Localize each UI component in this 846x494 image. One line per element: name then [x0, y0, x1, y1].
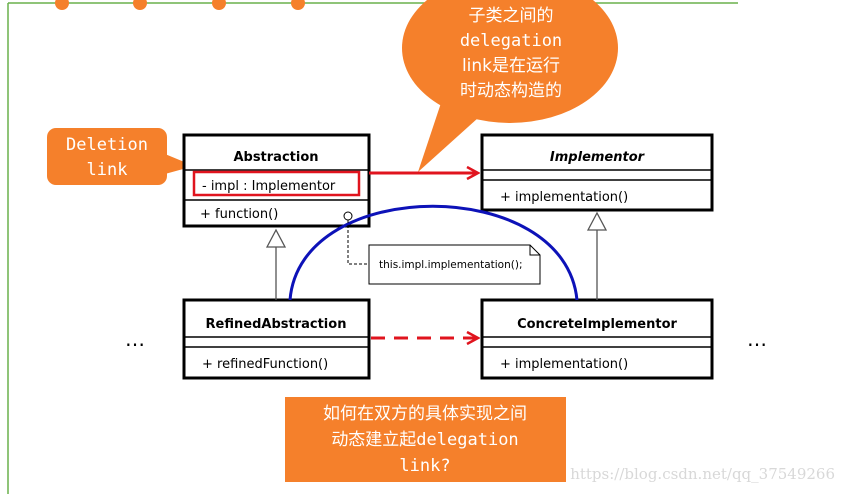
- class-refined-abstraction: RefinedAbstraction + refinedFunction(): [182, 298, 371, 380]
- dot: [133, 0, 147, 10]
- refined-name: RefinedAbstraction: [206, 317, 347, 332]
- callout-top-line2: delegation: [460, 31, 562, 51]
- impl-highlight-box: [192, 170, 361, 197]
- implementor-method: + implementation(): [500, 190, 628, 205]
- abstraction-name: Abstraction: [233, 150, 318, 165]
- callout-top-line4: 时动态构造的: [460, 81, 562, 101]
- dot: [212, 0, 226, 10]
- note-text: this.impl.implementation();: [379, 259, 523, 271]
- callout-top: 子类之间的 delegation link是在运行 时动态构造的: [402, 0, 618, 172]
- code-note: this.impl.implementation();: [368, 244, 541, 285]
- runtime-link-arc: [288, 204, 579, 301]
- callout-bottom-line1: 如何在双方的具体实现之间: [323, 404, 527, 424]
- ellipsis-left: …: [125, 327, 145, 351]
- dot: [55, 0, 69, 10]
- note-anchor: [343, 211, 353, 221]
- note-connector: [347, 220, 369, 265]
- callout-bottom-line2: 动态建立起delegation: [331, 430, 518, 450]
- concrete-method: + implementation(): [500, 357, 628, 372]
- callout-deletion-line1: Deletion: [66, 135, 148, 155]
- class-abstraction: Abstraction - impl : Implementor + funct…: [182, 133, 371, 228]
- abstraction-attribute: - impl : Implementor: [202, 179, 336, 194]
- watermark: https://blog.csdn.net/qq_37549266: [570, 465, 835, 483]
- class-implementor: Implementor + implementation(): [480, 133, 714, 212]
- callout-deletion-link: Deletion link: [47, 128, 194, 185]
- callout-bottom: 如何在双方的具体实现之间 动态建立起delegation link?: [285, 397, 566, 482]
- inheritance-refined-to-abstraction: [265, 228, 287, 300]
- dot: [291, 0, 305, 10]
- callout-deletion-line2: link: [87, 160, 128, 180]
- callout-bottom-line3: link?: [399, 456, 450, 476]
- implementor-name: Implementor: [550, 150, 646, 165]
- class-concrete-implementor: ConcreteImplementor + implementation(): [480, 298, 714, 380]
- concrete-name: ConcreteImplementor: [517, 317, 677, 332]
- callout-top-line1: 子类之间的: [469, 6, 554, 26]
- decorative-dots: [55, 0, 305, 10]
- inheritance-concrete-to-implementor: [586, 211, 608, 300]
- refined-method: + refinedFunction(): [202, 357, 328, 372]
- callout-top-line3: link是在运行: [462, 56, 560, 76]
- ellipsis-right: …: [747, 327, 767, 351]
- abstraction-method: + function(): [200, 207, 278, 222]
